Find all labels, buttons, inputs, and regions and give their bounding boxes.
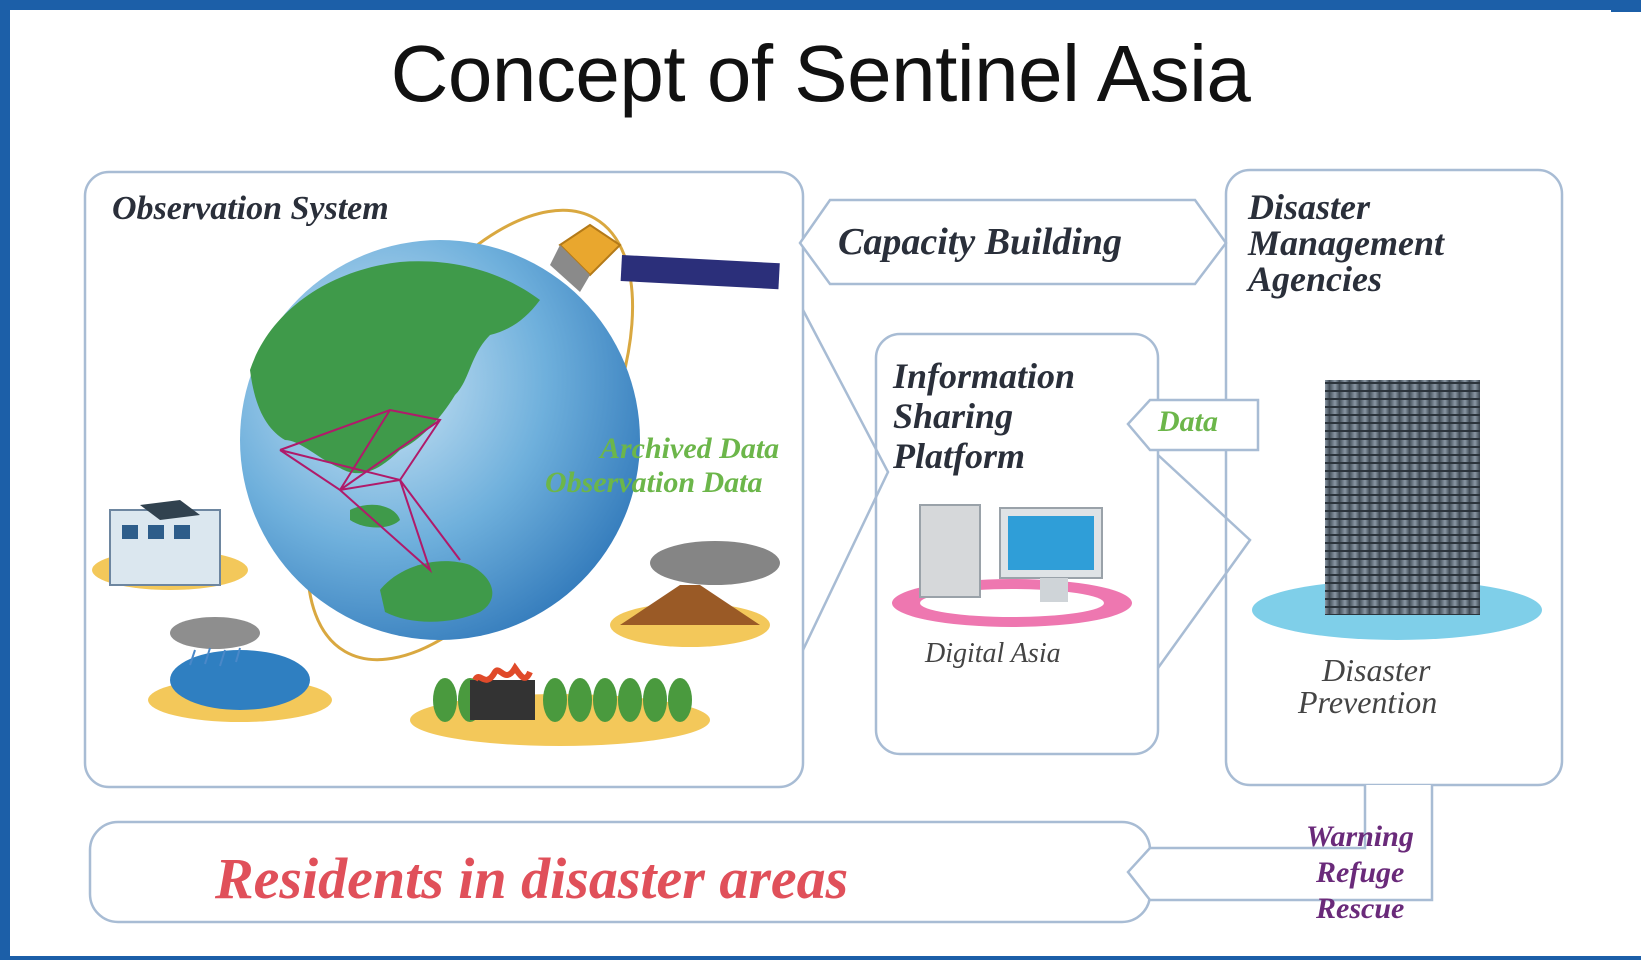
volcano — [610, 541, 780, 647]
data-arrow-label: Data — [1158, 405, 1218, 438]
agencies-title-line3: Agencies — [1248, 259, 1382, 299]
disaster-prevention-line2: Prevention — [1298, 684, 1438, 720]
capacity-building-label: Capacity Building — [838, 221, 1122, 263]
satellite — [550, 223, 780, 292]
asia-landmass — [250, 261, 540, 474]
platform-title-line3: Platform — [893, 436, 1025, 476]
platform-title-line1: Information — [893, 356, 1076, 396]
archived-data-label: Archived Data — [600, 432, 780, 465]
action-refuge: Refuge — [1316, 856, 1405, 889]
capacity-building-arrow — [798, 198, 1228, 286]
action-warning: Warning — [1306, 820, 1414, 853]
flood-storm — [148, 617, 332, 722]
agencies-title-line2: Management — [1248, 223, 1445, 263]
agencies-to-residents-arrow — [1126, 785, 1434, 902]
data-arrow — [1126, 398, 1260, 452]
residents-label: Residents in disaster areas — [215, 846, 849, 911]
computer-workstation — [892, 504, 1132, 627]
digital-asia-label: Digital Asia — [925, 638, 1061, 669]
platform-to-agencies-chevron — [1156, 454, 1252, 669]
australia-landmass — [380, 561, 493, 622]
action-rescue: Rescue — [1316, 892, 1405, 925]
page-title: Concept of Sentinel Asia — [390, 29, 1251, 118]
network-lines — [279, 408, 461, 574]
office-tower — [1252, 380, 1542, 640]
platform-title-line2: Sharing — [893, 396, 1014, 436]
forest-fire — [410, 662, 710, 746]
damaged-building — [92, 500, 248, 590]
observation-data-label: Observation Data — [545, 466, 763, 499]
observation-system-label: Observation System — [112, 190, 389, 227]
agencies-title-line1: Disaster — [1248, 187, 1371, 227]
disaster-prevention-line1: Disaster — [1322, 652, 1431, 688]
observation-to-platform-chevron — [801, 309, 890, 651]
